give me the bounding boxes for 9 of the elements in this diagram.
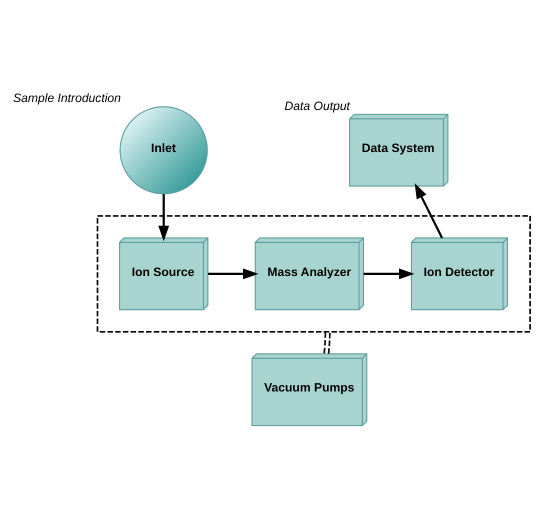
arrow — [364, 268, 414, 279]
node-circle: Inlet — [120, 106, 208, 194]
arrow — [414, 182, 444, 238]
arrow — [158, 194, 170, 241]
cluster — [96, 214, 531, 332]
node-label: Sample Introduction — [13, 90, 121, 105]
node-label: Data Output — [284, 98, 350, 112]
connector — [323, 331, 331, 354]
arrow — [208, 268, 259, 279]
